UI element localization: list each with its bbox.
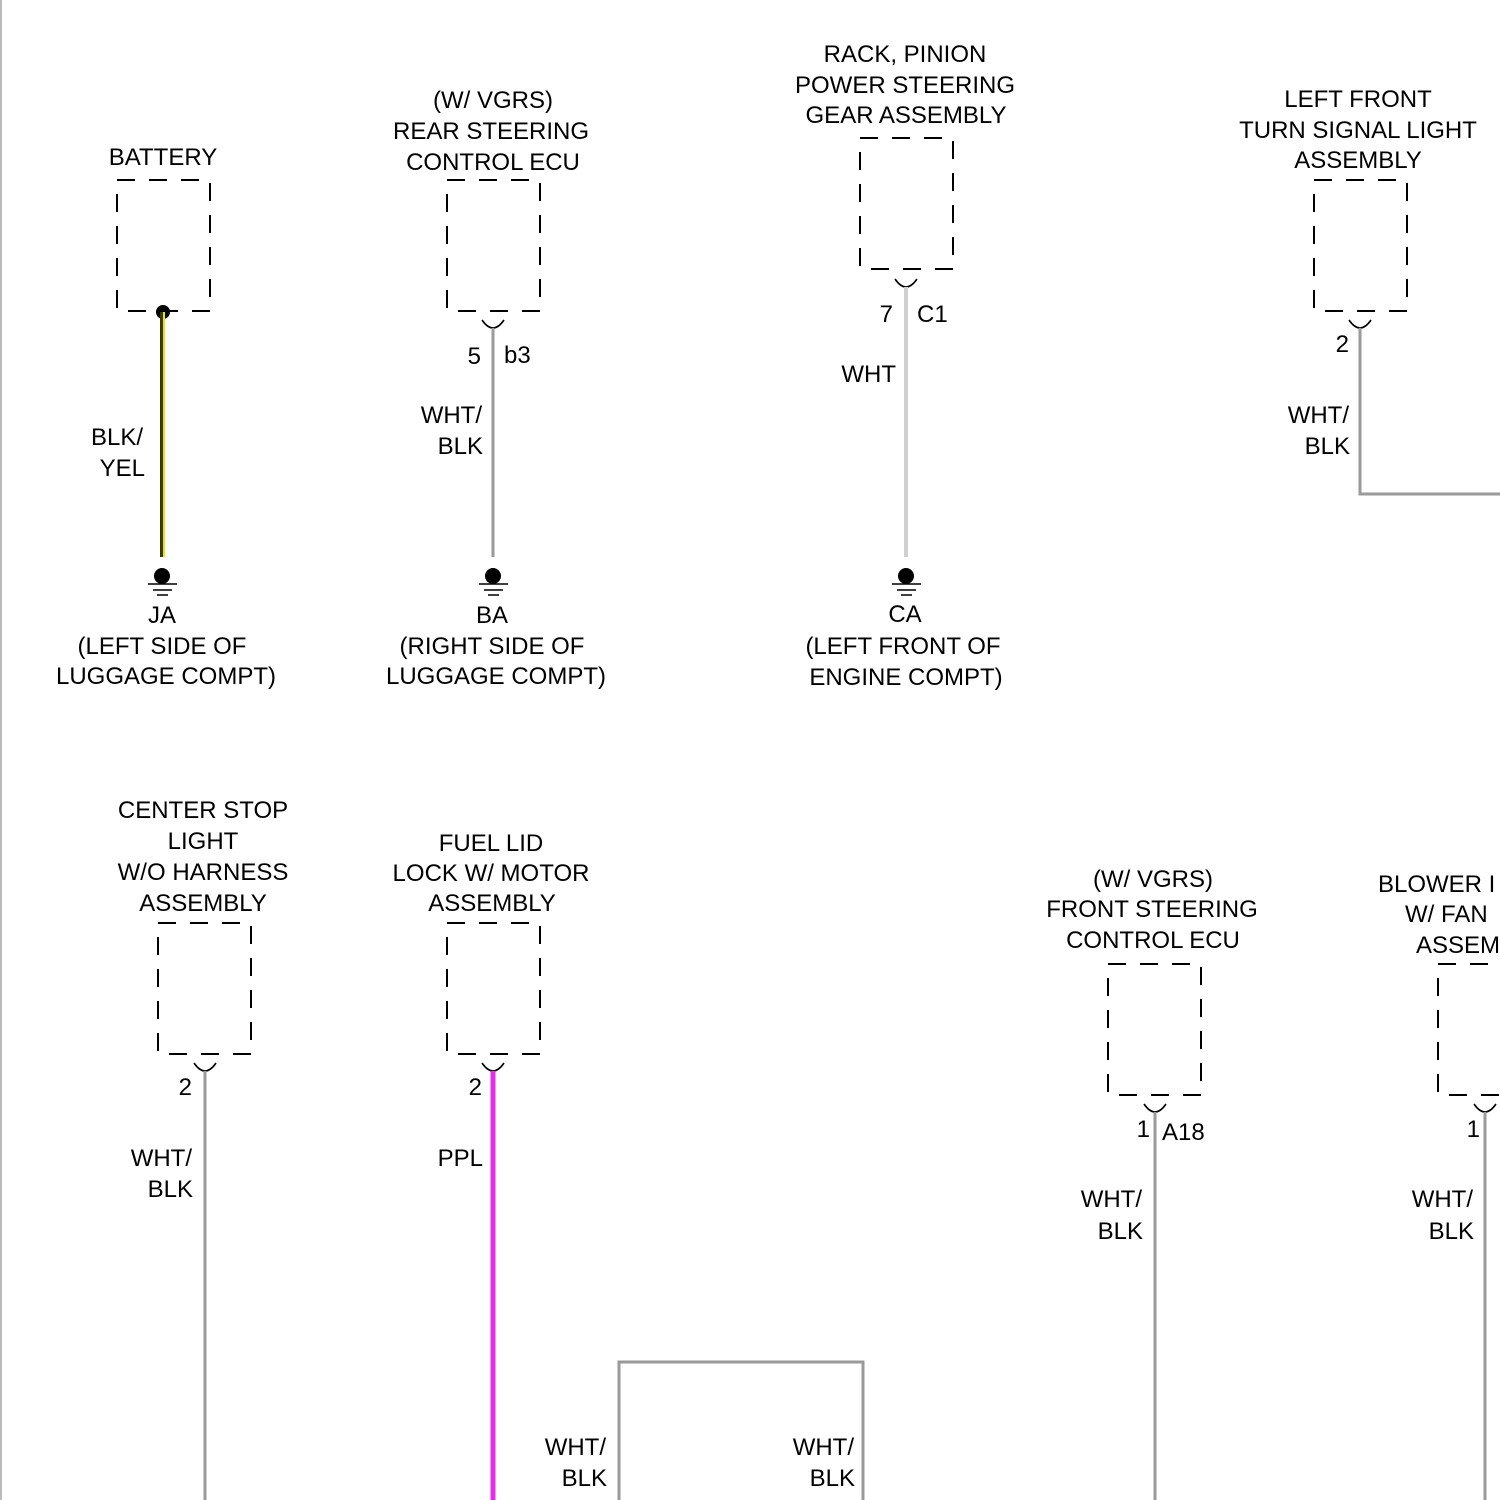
ground-ca-desc-1: (LEFT FRONT OF: [805, 633, 1000, 660]
stop-label-2: LIGHT: [168, 828, 239, 855]
ground-ba-desc-2: LUGGAGE COMPT): [386, 663, 606, 690]
rear-ecu-connector-icon: [482, 320, 504, 328]
turn-label-2: TURN SIGNAL LIGHT: [1239, 117, 1477, 144]
ground-ja-icon: [148, 568, 177, 595]
turn-box: [1314, 180, 1407, 311]
splice-left-label-2: BLK: [562, 1465, 607, 1492]
rack-box: [860, 138, 953, 269]
rack-connector-icon: [895, 279, 917, 287]
blower-pin: 1: [1467, 1116, 1480, 1143]
blower-wire-label-2: BLK: [1429, 1218, 1474, 1245]
battery-wire-label-2: YEL: [100, 455, 145, 482]
front-ecu-label-1: (W/ VGRS): [1093, 866, 1213, 893]
rack-label-2: POWER STEERING: [795, 72, 1015, 99]
rear-ecu-pin: 5: [468, 343, 481, 370]
ground-ca-code: CA: [888, 601, 921, 628]
rack-wire-label: WHT: [841, 361, 896, 388]
battery-label: BATTERY: [109, 144, 217, 171]
ground-ba-desc-1: (RIGHT SIDE OF: [400, 633, 585, 660]
ground-ja-code: JA: [148, 602, 176, 629]
blower-label-1: BLOWER I: [1378, 871, 1495, 898]
turn-label-3: ASSEMBLY: [1294, 147, 1422, 174]
blower-box: [1438, 964, 1500, 1095]
battery-box: [117, 180, 210, 311]
fuel-pin: 2: [469, 1074, 482, 1101]
front-steering-ecu-component: (W/ VGRS) FRONT STEERING CONTROL ECU 1 A…: [1046, 866, 1258, 1500]
rear-ecu-wire-label-1: WHT/: [421, 402, 483, 429]
splice-right-label-1: WHT/: [793, 1434, 855, 1461]
stop-label-4: ASSEMBLY: [139, 890, 267, 917]
ground-ja-desc-1: (LEFT SIDE OF: [78, 633, 247, 660]
stop-wire-label-1: WHT/: [131, 1145, 193, 1172]
splice-component: WHT/ BLK WHT/ BLK: [545, 1362, 863, 1500]
turn-wire-label-1: WHT/: [1288, 402, 1350, 429]
blower-connector-icon: [1474, 1104, 1496, 1112]
rack-label-3: GEAR ASSEMBLY: [806, 102, 1007, 129]
rear-ecu-label-2: REAR STEERING: [393, 118, 589, 145]
front-ecu-box: [1108, 964, 1201, 1095]
front-ecu-label-2: FRONT STEERING: [1046, 896, 1258, 923]
fuel-connector-icon: [482, 1063, 504, 1071]
front-ecu-label-3: CONTROL ECU: [1066, 927, 1240, 954]
front-ecu-wire-label-2: BLK: [1098, 1218, 1143, 1245]
splice-right-label-2: BLK: [810, 1465, 855, 1492]
turn-wire: [1360, 328, 1500, 494]
stop-label-3: W/O HARNESS: [118, 859, 289, 886]
ground-ca-icon: [892, 568, 921, 595]
center-stop-component: CENTER STOP LIGHT W/O HARNESS ASSEMBLY 2…: [118, 797, 289, 1500]
blower-component: BLOWER I W/ FAN ASSEM 1 WHT/ BLK: [1378, 871, 1500, 1500]
battery-component: BATTERY BLK/ YEL JA (LEFT SIDE OF LUGGAG…: [56, 144, 276, 690]
fuel-wire-label: PPL: [438, 1145, 483, 1172]
stop-label-1: CENTER STOP: [118, 797, 288, 824]
front-ecu-wire-label-1: WHT/: [1081, 1186, 1143, 1213]
rack-label-1: RACK, PINION: [824, 41, 987, 68]
blower-wire-label-1: WHT/: [1412, 1186, 1474, 1213]
stop-connector-icon: [194, 1063, 216, 1071]
rear-ecu-connector: b3: [504, 342, 531, 369]
rear-ecu-label-1: (W/ VGRS): [433, 87, 553, 114]
rear-ecu-label-3: CONTROL ECU: [406, 149, 580, 176]
splice-left-label-1: WHT/: [545, 1434, 607, 1461]
front-ecu-pin: 1: [1137, 1116, 1150, 1143]
ground-ja-desc-2: LUGGAGE COMPT): [56, 663, 276, 690]
ground-ba-code: BA: [476, 602, 508, 629]
turn-wire-label-2: BLK: [1305, 433, 1350, 460]
turn-pin: 2: [1336, 331, 1349, 358]
battery-wire-label-1: BLK/: [91, 424, 143, 451]
stop-wire-label-2: BLK: [148, 1176, 193, 1203]
fuel-box: [447, 923, 540, 1054]
stop-pin: 2: [179, 1074, 192, 1101]
ground-ba-icon: [479, 568, 508, 595]
turn-connector-icon: [1349, 320, 1371, 328]
ground-ca-desc-2: ENGINE COMPT): [809, 664, 1002, 691]
blower-label-3: ASSEM: [1416, 932, 1500, 959]
blower-label-2: W/ FAN: [1405, 901, 1488, 928]
front-ecu-connector: A18: [1162, 1119, 1205, 1146]
rear-steering-ecu-component: (W/ VGRS) REAR STEERING CONTROL ECU 5 b3…: [386, 87, 606, 690]
rear-ecu-wire-label-2: BLK: [438, 433, 483, 460]
fuel-label-2: LOCK W/ MOTOR: [393, 860, 590, 887]
stop-box: [158, 923, 251, 1054]
turn-label-1: LEFT FRONT: [1284, 86, 1432, 113]
front-ecu-connector-icon: [1144, 1104, 1166, 1112]
fuel-label-3: ASSEMBLY: [428, 890, 556, 917]
rack-pin: 7: [880, 301, 893, 328]
rack-connector: C1: [917, 301, 948, 328]
rack-pinion-component: RACK, PINION POWER STEERING GEAR ASSEMBL…: [795, 41, 1015, 691]
left-front-turn-component: LEFT FRONT TURN SIGNAL LIGHT ASSEMBLY 2 …: [1239, 86, 1500, 494]
fuel-label-1: FUEL LID: [439, 830, 543, 857]
rear-ecu-box: [447, 180, 540, 311]
fuel-lid-component: FUEL LID LOCK W/ MOTOR ASSEMBLY 2 PPL: [393, 830, 590, 1500]
